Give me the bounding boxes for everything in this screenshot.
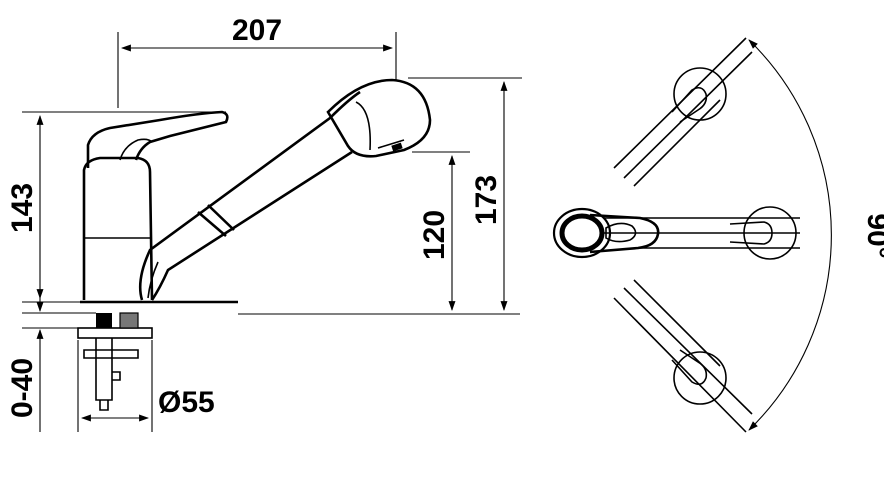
dimension-143: 143 <box>6 111 226 303</box>
dimension-120: 120 <box>238 151 520 315</box>
hose-connector <box>112 371 121 381</box>
spout-position-center <box>604 206 800 260</box>
lever-handle <box>86 110 229 168</box>
dim-143-label: 143 <box>6 183 39 233</box>
spout-lower <box>150 150 353 301</box>
spray-head <box>326 78 432 158</box>
faucet-body <box>82 156 154 301</box>
dim-207-label: 207 <box>232 14 282 47</box>
base-ring-inner <box>559 213 605 253</box>
mount-nut <box>96 313 112 328</box>
mount-washer <box>83 349 139 359</box>
faucet-top-view: 90° <box>552 37 884 433</box>
shank-end <box>99 400 109 411</box>
spray-nozzle <box>391 142 403 152</box>
lever-detail <box>119 138 153 161</box>
spout-inner <box>147 261 159 299</box>
spout-ring-b <box>207 204 235 231</box>
spray-face <box>377 139 405 149</box>
dim-0-40-label: 0-40 <box>6 358 39 418</box>
swivel-angle-label: 90° <box>861 213 884 258</box>
spout-position-upper <box>613 37 753 187</box>
dim-173-label: 173 <box>470 175 503 225</box>
dim-55-label: Ø55 <box>158 386 215 419</box>
dimension-173: 173 <box>408 77 522 311</box>
swivel-arc <box>748 39 832 431</box>
faucet-side-view <box>77 78 432 411</box>
dimension-55: Ø55 <box>77 340 215 432</box>
lever-top <box>589 213 660 254</box>
spout-ring-a <box>197 211 227 237</box>
dim-120-label: 120 <box>418 210 451 260</box>
mount-shank <box>95 338 113 401</box>
spout-upper <box>138 90 361 301</box>
mount-gasket <box>119 312 139 329</box>
mount-plate <box>77 327 153 339</box>
spout-position-lower <box>613 279 753 433</box>
dimension-207: 207 <box>117 14 397 108</box>
dimension-0-40: 0-40 <box>6 296 96 432</box>
lever-top-slot <box>605 222 637 243</box>
spray-head-seam <box>355 101 372 151</box>
